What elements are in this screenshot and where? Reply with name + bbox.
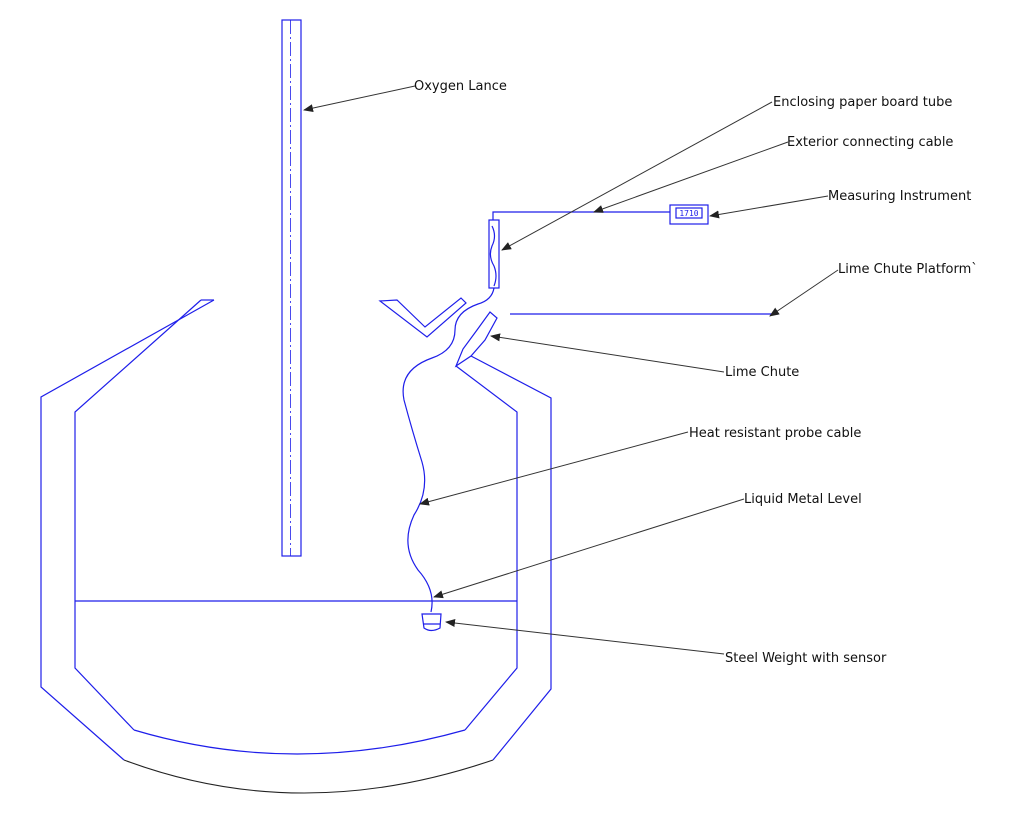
labels: Oxygen Lance Enclosing paper board tube …: [414, 79, 978, 666]
label-steel-weight: Steel Weight with sensor: [725, 651, 887, 666]
label-chute-platform: Lime Chute Platform`: [838, 262, 978, 277]
leader-probe-cable: [419, 431, 689, 506]
leader-exterior-cable: [593, 141, 789, 213]
paper-board-tube: [488, 219, 500, 289]
label-probe-cable: Heat resistant probe cable: [689, 426, 861, 441]
label-oxygen-lance: Oxygen Lance: [414, 79, 507, 94]
leader-instrument: [709, 195, 829, 219]
steel-weight: [421, 613, 442, 632]
heat-resistant-probe-cable: [402, 287, 495, 613]
label-exterior-cable: Exterior connecting cable: [787, 135, 953, 150]
leader-lime-chute: [490, 333, 725, 373]
instrument-display: 1710: [679, 209, 698, 218]
measuring-instrument: 1710: [669, 204, 709, 225]
leader-metal-level: [433, 498, 745, 599]
leader-platform: [769, 269, 839, 317]
lime-chute: [378, 297, 498, 368]
leader-paper-tube: [501, 101, 773, 251]
oxygen-lance: [281, 19, 302, 557]
leader-steel-weight: [445, 619, 725, 655]
leaders: [303, 85, 839, 655]
leader-oxygen-lance: [303, 85, 416, 113]
label-measuring-instrument: Measuring Instrument: [828, 189, 971, 204]
label-paper-tube: Enclosing paper board tube: [773, 95, 952, 110]
converter-vessel: [40, 299, 552, 794]
label-metal-level: Liquid Metal Level: [744, 492, 862, 507]
exterior-connecting-cable: [492, 211, 670, 220]
label-lime-chute: Lime Chute: [725, 365, 799, 380]
